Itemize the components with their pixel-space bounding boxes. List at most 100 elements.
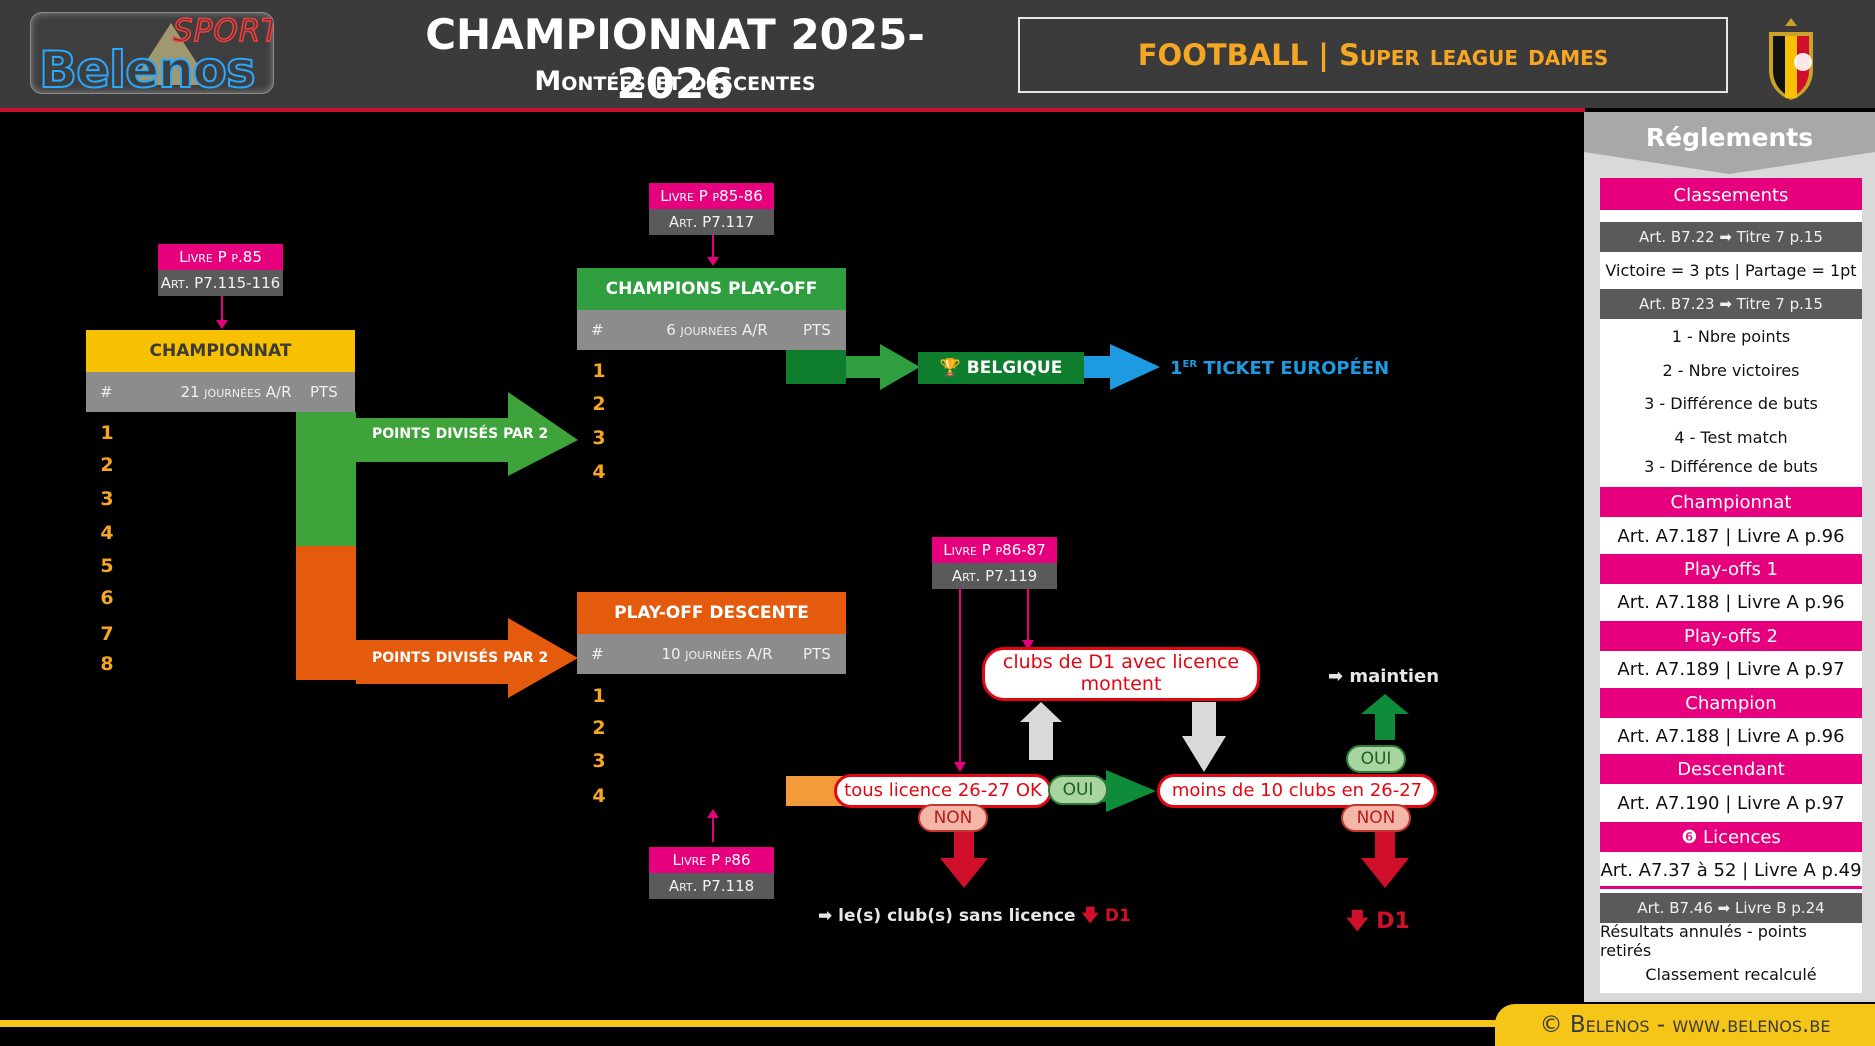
- ticket-label: TICKET EUROPÉEN: [1203, 358, 1390, 379]
- sidebar-row[interactable]: Play-offs 2: [1600, 621, 1862, 651]
- sidebar-row[interactable]: Play-offs 1: [1600, 554, 1862, 584]
- sidebar-row: 3 - Différence de buts: [1644, 393, 1818, 413]
- sans-licence-note: ➡ le(s) club(s) sans licence 🡇 D1: [818, 903, 1131, 932]
- rank: 3: [100, 488, 114, 510]
- maintien-label: maintien: [1349, 666, 1440, 687]
- clubs-d1-licence-box: clubs de D1 avec licence montent: [982, 647, 1260, 701]
- sidebar-row[interactable]: Art. B7.22 ➡ Titre 7 p.15: [1600, 222, 1862, 252]
- points-divided-arrows: [296, 392, 578, 698]
- champion-flow-arrows: [786, 344, 1160, 390]
- sidebar-row[interactable]: Descendant: [1600, 754, 1862, 784]
- sidebar-row: 2 - Nbre victoires: [1662, 360, 1800, 380]
- belgique-champion-box: 🏆 BELGIQUE: [918, 352, 1084, 384]
- d1-label-small: D1: [1104, 906, 1131, 926]
- col-hash: #: [100, 383, 113, 401]
- championnat-columns: # 21 journées A/R PTS: [86, 372, 355, 412]
- rank: 6: [100, 587, 114, 609]
- sidebar-row[interactable]: Art. A7.188 | Livre A p.96: [1617, 591, 1845, 613]
- moins-10-clubs-box: moins de 10 clubs en 26-27: [1157, 774, 1437, 808]
- sidebar-accent-line: [1600, 178, 1862, 182]
- rank: 8: [100, 653, 114, 675]
- oui-badge: OUI: [1346, 745, 1406, 773]
- sidebar-header-chevron: [1584, 112, 1875, 174]
- rank: 2: [100, 454, 114, 476]
- competition-label: FOOTBALL | Super league dames: [1018, 17, 1728, 93]
- arrow-down-icon: 🡇: [1081, 906, 1105, 926]
- page-title: CHAMPIONNAT 2025-2026: [425, 10, 925, 108]
- sidebar-row: 4 - Test match: [1674, 427, 1788, 447]
- rank: 7: [100, 623, 114, 645]
- sidebar-row[interactable]: Art. A7.189 | Livre A p.97: [1617, 658, 1845, 680]
- rank: 4: [100, 522, 114, 544]
- championnat-ref-book[interactable]: Livre P p.85: [158, 244, 283, 270]
- rank: 1: [592, 685, 606, 707]
- footer-copyright[interactable]: © Belenos - www.belenos.be: [1495, 1004, 1875, 1046]
- arrow-right-icon: ➡: [818, 906, 839, 926]
- rank: 3: [592, 427, 606, 449]
- sidebar-row: 1 - Nbre points: [1671, 326, 1791, 346]
- descente-playoff-title: PLAY-OFF DESCENTE: [577, 592, 846, 634]
- logo-belenos-text: Belenos: [38, 40, 257, 94]
- rank: 5: [100, 555, 114, 577]
- descente-columns: # 10 journées A/R PTS: [577, 634, 846, 674]
- sidebar-row[interactable]: Art. B7.46 ➡ Livre B p.24: [1600, 893, 1862, 923]
- logo-triangle-icon: [131, 23, 211, 85]
- rank: 2: [592, 393, 606, 415]
- rank: 1: [100, 422, 114, 444]
- col-hash: #: [591, 645, 604, 663]
- sidebar-accent-line: [1600, 886, 1862, 889]
- ticket-number: 1: [1170, 358, 1183, 379]
- sidebar-row[interactable]: Champion: [1600, 688, 1862, 718]
- sidebar-title: Réglements: [1645, 122, 1814, 152]
- sidebar-row: Victoire = 3 pts | Partage = 1pt: [1605, 260, 1857, 280]
- sidebar-row[interactable]: ❻ Licences: [1600, 822, 1862, 852]
- header-divider: [0, 108, 1585, 112]
- page-subtitle: Montées et descentes: [534, 66, 816, 97]
- trophy-icon: 🏆: [939, 358, 961, 378]
- sidebar-row[interactable]: Art. A7.37 à 52 | Livre A p.49: [1600, 859, 1862, 881]
- sidebar-row: 3 - Différence de buts: [1644, 456, 1818, 476]
- col-hash: #: [591, 321, 604, 339]
- logo-sports-text: SPORTS: [172, 13, 273, 50]
- descente-ref-book[interactable]: Livre P p86: [649, 847, 774, 873]
- ticket-superscript: ER: [1182, 359, 1198, 370]
- footer-divider: [0, 1020, 1875, 1027]
- pink-arrow-up: [707, 809, 719, 842]
- d1-relegation: 🡇 D1: [1346, 904, 1410, 942]
- maintien-note: ➡ maintien: [1328, 666, 1439, 687]
- rank: 4: [592, 785, 606, 807]
- rank: 1: [592, 360, 606, 382]
- champions-playoff-title: CHAMPIONS PLAY-OFF: [577, 268, 846, 310]
- oui-badge: OUI: [1048, 775, 1108, 805]
- championnat-ref-article[interactable]: Art. P7.115-116: [158, 270, 283, 296]
- champions-ref-article[interactable]: Art. P7.117: [649, 209, 774, 235]
- points-divided-label-bottom: POINTS DIVISÉS PAR 2: [372, 650, 549, 666]
- sidebar-row: Classement recalculé: [1645, 964, 1817, 984]
- rbfa-crest-icon: [1769, 18, 1813, 100]
- champions-ref-book[interactable]: Livre P p85-86: [649, 183, 774, 209]
- points-divided-label-top: POINTS DIVISÉS PAR 2: [372, 426, 549, 442]
- col-journees: 10 journées A/R: [661, 645, 773, 663]
- col-journees: 6 journées A/R: [666, 321, 768, 339]
- sidebar-row[interactable]: Art. A7.188 | Livre A p.96: [1617, 725, 1845, 747]
- col-journees: 21 journées A/R: [180, 383, 292, 401]
- col-pts: PTS: [803, 645, 831, 663]
- rank: 2: [592, 717, 606, 739]
- col-pts: PTS: [310, 383, 338, 401]
- sans-licence-label: le(s) club(s) sans licence: [838, 906, 1076, 926]
- belenos-logo[interactable]: SPORTS Belenos: [30, 12, 274, 94]
- licence-ref-book[interactable]: Livre P p86-87: [932, 537, 1057, 563]
- descente-ref-article[interactable]: Art. P7.118: [649, 873, 774, 899]
- licence-ref-article[interactable]: Art. P7.119: [932, 563, 1057, 589]
- arrow-down-icon: 🡇: [1346, 909, 1377, 934]
- sidebar-row[interactable]: Art. A7.190 | Livre A p.97: [1617, 792, 1845, 814]
- sidebar-row: Résultats annulés - points retirés: [1600, 922, 1807, 960]
- european-ticket: 1ER TICKET EUROPÉEN: [1170, 358, 1389, 379]
- rank: 4: [592, 461, 606, 483]
- belgique-label: BELGIQUE: [966, 358, 1063, 378]
- sidebar-row[interactable]: Classements: [1600, 180, 1862, 210]
- sidebar-row[interactable]: Art. B7.23 ➡ Titre 7 p.15: [1600, 289, 1862, 319]
- sidebar-row[interactable]: Art. A7.187 | Livre A p.96: [1617, 525, 1845, 547]
- sidebar-row[interactable]: Championnat: [1600, 487, 1862, 517]
- non-badge: NON: [1341, 804, 1411, 832]
